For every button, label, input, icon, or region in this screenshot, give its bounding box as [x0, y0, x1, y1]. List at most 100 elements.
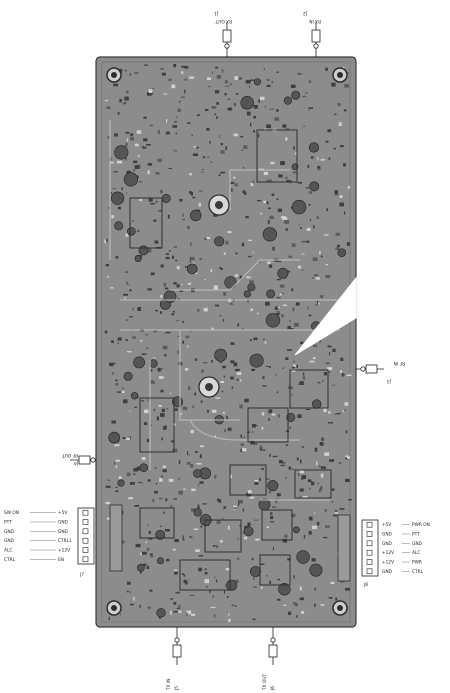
pcb-component-dot	[301, 478, 303, 481]
pcb-component-dot	[252, 251, 255, 254]
pcb-component-dot	[268, 207, 271, 210]
pcb-capacitor	[226, 579, 238, 591]
pcb-component-dot	[215, 66, 219, 69]
pcb-component-dot	[295, 302, 300, 306]
pcb-inner-border	[101, 61, 351, 623]
connector-label-top-left: RX OUT J1	[214, 10, 232, 24]
pcb-component-dot	[115, 256, 119, 259]
pcb-component-dot	[125, 157, 127, 161]
pcb-component-dot	[120, 613, 121, 616]
pcb-component-dot	[268, 409, 273, 414]
pcb-capacitor	[117, 479, 125, 487]
pcb-component-dot	[247, 431, 251, 433]
pcb-component-dot	[155, 483, 158, 485]
pcb-component-dot	[112, 363, 116, 365]
pcb-component-dot	[263, 338, 265, 341]
pcb-component-dot	[308, 203, 311, 206]
pcb-component-dot	[125, 319, 128, 321]
pcb-component-dot	[199, 454, 202, 458]
pcb-component-dot	[152, 498, 155, 503]
pcb-component-dot	[297, 72, 302, 75]
pcb-component-dot	[269, 580, 271, 584]
pcb-capacitor	[278, 582, 291, 596]
pcb-component-dot	[259, 477, 261, 481]
pcb-component-dot	[168, 479, 174, 482]
pcb-component-dot	[298, 265, 301, 269]
pcb-capacitor	[309, 181, 320, 192]
header-signal-label: ALC	[412, 550, 420, 556]
pcb-component-dot	[235, 252, 238, 255]
pcb-component-dot	[265, 478, 270, 480]
pcb-component-dot	[327, 367, 333, 370]
pcb-component-dot	[221, 390, 224, 393]
pcb-component-dot	[123, 293, 128, 296]
pcb-capacitor	[224, 276, 237, 289]
pcb-component-dot	[287, 349, 292, 351]
pcb-component-dot	[337, 244, 340, 248]
pcb-component-dot	[147, 399, 149, 402]
pcb-component-dot	[121, 187, 123, 190]
pcb-component-dot	[172, 448, 178, 453]
pcb-component-dot	[173, 149, 176, 152]
pcb-component-dot	[178, 478, 181, 480]
pcb-component-dot	[109, 362, 114, 367]
pcb-component-dot	[239, 275, 243, 280]
pcb-component-dot	[222, 365, 226, 369]
pcb-component-dot	[290, 84, 296, 88]
pcb-component-dot	[299, 381, 304, 385]
pcb-component-dot	[125, 271, 129, 273]
pcb-component-dot	[284, 220, 289, 224]
pcb-component-dot	[144, 409, 149, 413]
pcb-component-dot	[270, 161, 275, 165]
pcb-component-dot	[248, 255, 252, 258]
pcb-component-dot	[289, 319, 291, 323]
pcb-component-dot	[140, 400, 145, 402]
pcb-component-dot	[317, 382, 321, 384]
header-pin	[82, 509, 89, 516]
pcb-component-dot	[174, 408, 178, 411]
pcb-component-dot	[234, 274, 239, 277]
pcb-component-dot	[272, 546, 274, 551]
pcb-component-dot	[332, 348, 336, 352]
pcb-component-dot	[285, 444, 289, 446]
mounting-holes	[106, 67, 348, 616]
pcb-component-dot	[247, 522, 251, 526]
pcb-component-dot	[308, 530, 312, 535]
pcb-component-dot	[133, 468, 138, 472]
pcb-component-dot	[240, 434, 243, 439]
pcb-component-dot	[306, 240, 310, 243]
pcb-component-dot	[301, 253, 305, 255]
pcb-component-dot	[155, 309, 159, 312]
pcb-component-dot	[267, 261, 271, 265]
header-pin-label: +5V	[382, 522, 391, 528]
pcb-component-dot	[147, 170, 150, 175]
pcb-component-dot	[302, 376, 305, 380]
pcb-component-dot	[188, 386, 191, 390]
pcb-component-dot	[165, 253, 169, 255]
pcb-component-dot	[149, 380, 154, 383]
pcb-component-dot	[164, 425, 167, 430]
pcb-component-dot	[300, 459, 302, 464]
pcb-capacitor	[240, 95, 254, 110]
pcb-component-dot	[214, 435, 217, 438]
pcb-capacitor	[214, 348, 228, 362]
pcb-component-dot	[179, 413, 183, 415]
pcb-component-dot	[163, 511, 165, 514]
pcb-component-dot	[229, 303, 234, 305]
pcb-component-dot	[138, 154, 140, 158]
pcb-component-dot	[208, 85, 210, 88]
pcb-component-dot	[247, 490, 252, 494]
pcb-component-dot	[259, 563, 265, 565]
pcb-component-dot	[329, 459, 334, 462]
pcb-component-dot	[224, 85, 230, 87]
pcb-component-dot	[231, 188, 233, 192]
pcb-component-dot	[145, 334, 149, 336]
pcb-component-dot	[241, 242, 245, 247]
pcb-component-dot	[301, 240, 306, 243]
header-j8	[361, 519, 379, 577]
pcb-component-dot	[192, 196, 196, 199]
header-pin-label: +12V	[382, 550, 394, 556]
pcb-component-dot	[128, 284, 130, 286]
header-pin	[366, 540, 373, 547]
